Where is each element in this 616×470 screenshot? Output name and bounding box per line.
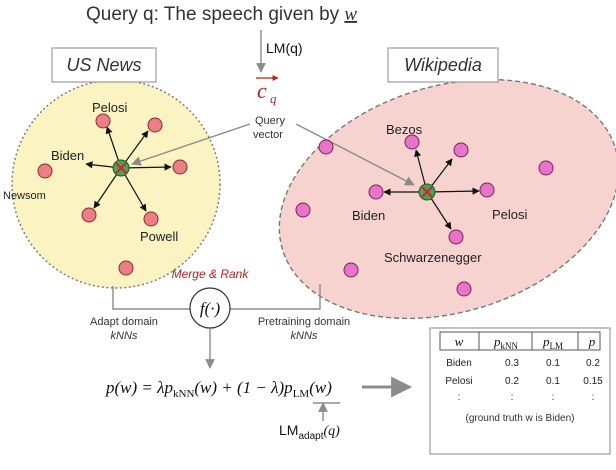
merge-function-node <box>189 287 231 329</box>
merge-function-symbol: f(·) <box>200 299 221 318</box>
table-cell: : <box>458 392 461 403</box>
table-cell: 0.1 <box>546 376 560 387</box>
us-dot <box>81 207 97 223</box>
table-cell: Biden <box>446 358 472 369</box>
us-dot <box>147 117 163 133</box>
table-header-plm: pLM <box>542 334 563 351</box>
lm-q-label: LM(q) <box>266 40 303 56</box>
wiki-dot <box>295 202 311 218</box>
wikipedia-label: Wikipedia <box>404 55 482 75</box>
merge-rank-label: Merge & Rank <box>172 267 250 281</box>
wiki-dot <box>368 184 384 200</box>
wikipedia-cluster <box>278 78 616 320</box>
wiki-query-point <box>418 183 436 201</box>
us-name-powell: Powell <box>140 229 178 244</box>
table-cell: : <box>552 392 555 403</box>
us-news-points <box>37 113 188 276</box>
table-cell: Pelosi <box>445 376 472 387</box>
table-header-w: w <box>455 334 464 349</box>
us-news-label: US News <box>66 55 141 75</box>
query-vector-caption-2: vector <box>253 129 283 141</box>
wiki-dot <box>343 262 359 278</box>
wiki-dot <box>318 139 334 155</box>
us-dot <box>143 211 159 227</box>
pretrain-domain-label-2: kNNs <box>291 330 318 342</box>
result-table: w pkNN pLM p Biden 0.3 0.1 0.2 Pelosi 0.… <box>429 327 611 455</box>
us-name-pelosi: Pelosi <box>92 100 128 115</box>
adapt-knn-line <box>112 286 190 310</box>
table-cell: 0.15 <box>583 376 603 387</box>
table-cell: : <box>592 392 595 403</box>
query-title: Query q: The speech given by w <box>86 4 357 25</box>
adapt-domain-label-1: Adapt domain <box>90 316 158 328</box>
us-news-label-box <box>51 47 157 83</box>
table-cell: 0.2 <box>586 358 600 369</box>
wiki-dot <box>404 134 420 150</box>
us-dot <box>118 260 134 276</box>
pretrain-knn-line <box>230 284 321 310</box>
wiki-dot <box>453 142 469 158</box>
us-name-newsom: Newsom <box>3 190 46 202</box>
us-news-cluster <box>11 79 221 289</box>
us-dot <box>95 113 111 129</box>
us-dot <box>37 163 53 179</box>
lm-adapt-label: LMadapt(q) <box>279 422 340 442</box>
svg-text:q: q <box>270 91 277 106</box>
wiki-name-bezos: Bezos <box>386 122 423 137</box>
wiki-dot <box>456 281 472 297</box>
wiki-name-schwarzenegger: Schwarzenegger <box>384 250 482 265</box>
vector-to-us-line <box>131 123 251 166</box>
query-vector: c q <box>256 75 279 106</box>
table-cell: : <box>511 392 514 403</box>
us-dot <box>172 159 188 175</box>
us-name-biden: Biden <box>51 148 84 163</box>
wiki-dot <box>538 160 554 176</box>
table-caption: (ground truth w is Biden) <box>466 413 575 424</box>
svg-text:c: c <box>257 78 267 103</box>
formula: p(w) = λpkNN(w) + (1 − λ)pLM(w) <box>105 378 332 400</box>
adapt-domain-label-2: kNNs <box>111 330 138 342</box>
table-cell: 0.1 <box>546 358 560 369</box>
vector-to-wiki-line <box>295 123 415 186</box>
us-query-point <box>112 159 130 177</box>
wiki-name-biden: Biden <box>352 208 385 223</box>
table-cell: 0.3 <box>505 358 519 369</box>
wiki-name-pelosi: Pelosi <box>492 207 528 222</box>
table-header-p: p <box>588 334 596 349</box>
query-vector-caption-1: Query <box>255 115 285 127</box>
table-cell: 0.2 <box>505 376 519 387</box>
wiki-dot <box>479 182 495 198</box>
wikipedia-label-box <box>387 47 499 83</box>
wikipedia-points <box>295 134 554 297</box>
wiki-dot <box>448 229 464 245</box>
table-header-pknn: pkNN <box>493 334 518 351</box>
pretrain-domain-label-1: Pretraining domain <box>258 316 350 328</box>
